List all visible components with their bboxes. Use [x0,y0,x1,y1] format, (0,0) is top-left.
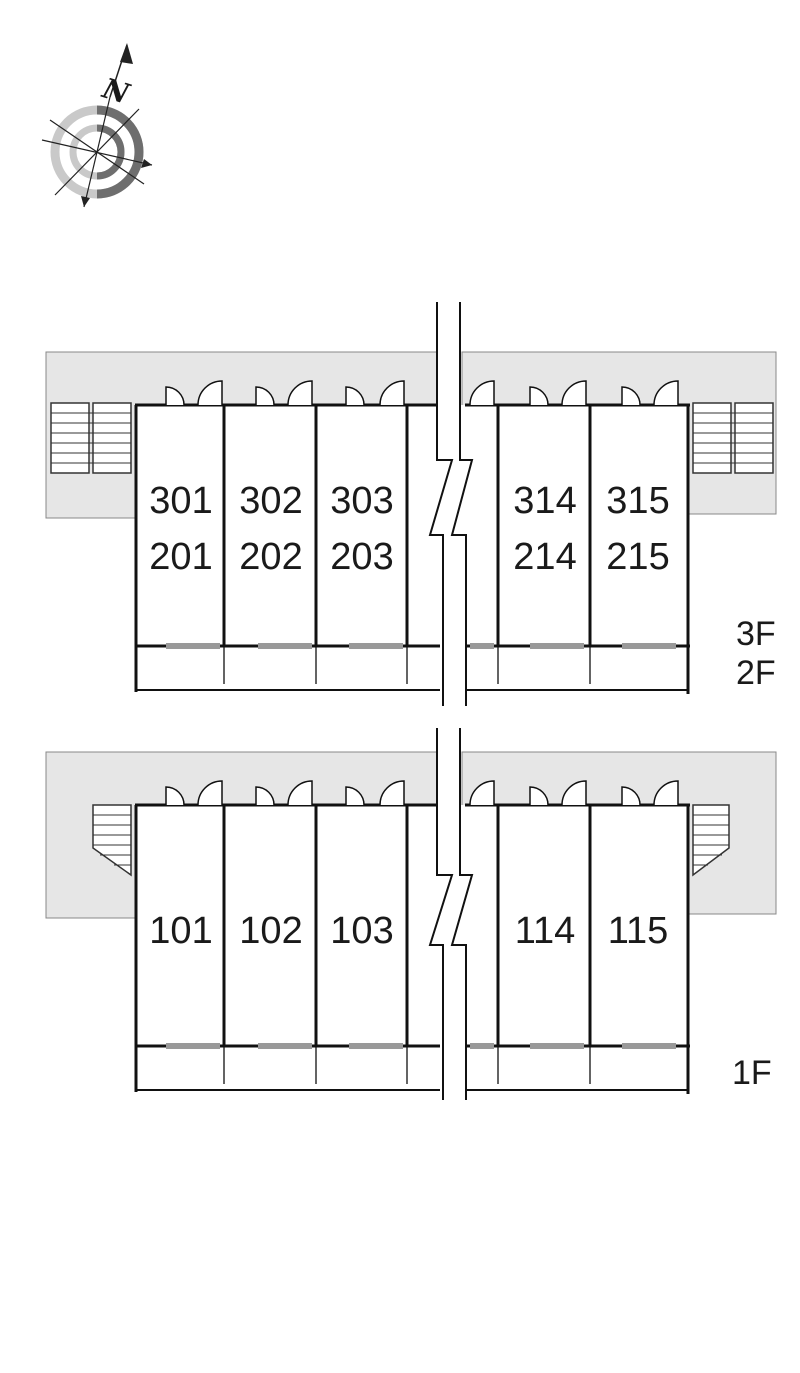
upper-right-stairs [692,402,774,474]
unit-label-315: 315 [606,480,669,522]
unit-label-101: 101 [149,910,212,952]
unit-label-201: 201 [149,536,212,578]
upper-unit-labels: 301 201 302 202 303 203 314 214 315 215 [149,480,669,578]
ground-right-stairs [692,804,730,877]
unit-label-314: 314 [513,480,576,522]
ground-unit-labels: 101 102 103 114 115 [149,910,668,952]
unit-label-103: 103 [330,910,393,952]
ground-break-line [430,728,472,1100]
ground-windows [166,1043,676,1049]
unit-label-202: 202 [239,536,302,578]
unit-label-214: 214 [513,536,576,578]
compass-north-label: N [98,71,134,111]
compass-rose-icon [41,43,153,208]
upper-doors [165,380,679,406]
upper-floor-plan: 301 201 302 202 303 203 314 214 315 215 … [45,302,777,706]
ground-doors [165,780,679,806]
unit-label-303: 303 [330,480,393,522]
upper-left-stairs [50,402,132,474]
ground-left-stairs [92,804,132,877]
floor-label-2f: 2F [736,654,776,692]
upper-break-line [430,302,472,706]
floor-label-1f: 1F [732,1054,772,1092]
unit-label-301: 301 [149,480,212,522]
unit-label-215: 215 [606,536,669,578]
floor-label-3f: 3F [736,615,776,653]
upper-windows [166,643,676,649]
unit-label-102: 102 [239,910,302,952]
unit-label-203: 203 [330,536,393,578]
unit-label-115: 115 [608,910,669,952]
compass: N [41,43,153,208]
unit-label-302: 302 [239,480,302,522]
unit-label-114: 114 [515,910,576,952]
ground-floor-plan: 101 102 103 114 115 1F [45,728,777,1100]
